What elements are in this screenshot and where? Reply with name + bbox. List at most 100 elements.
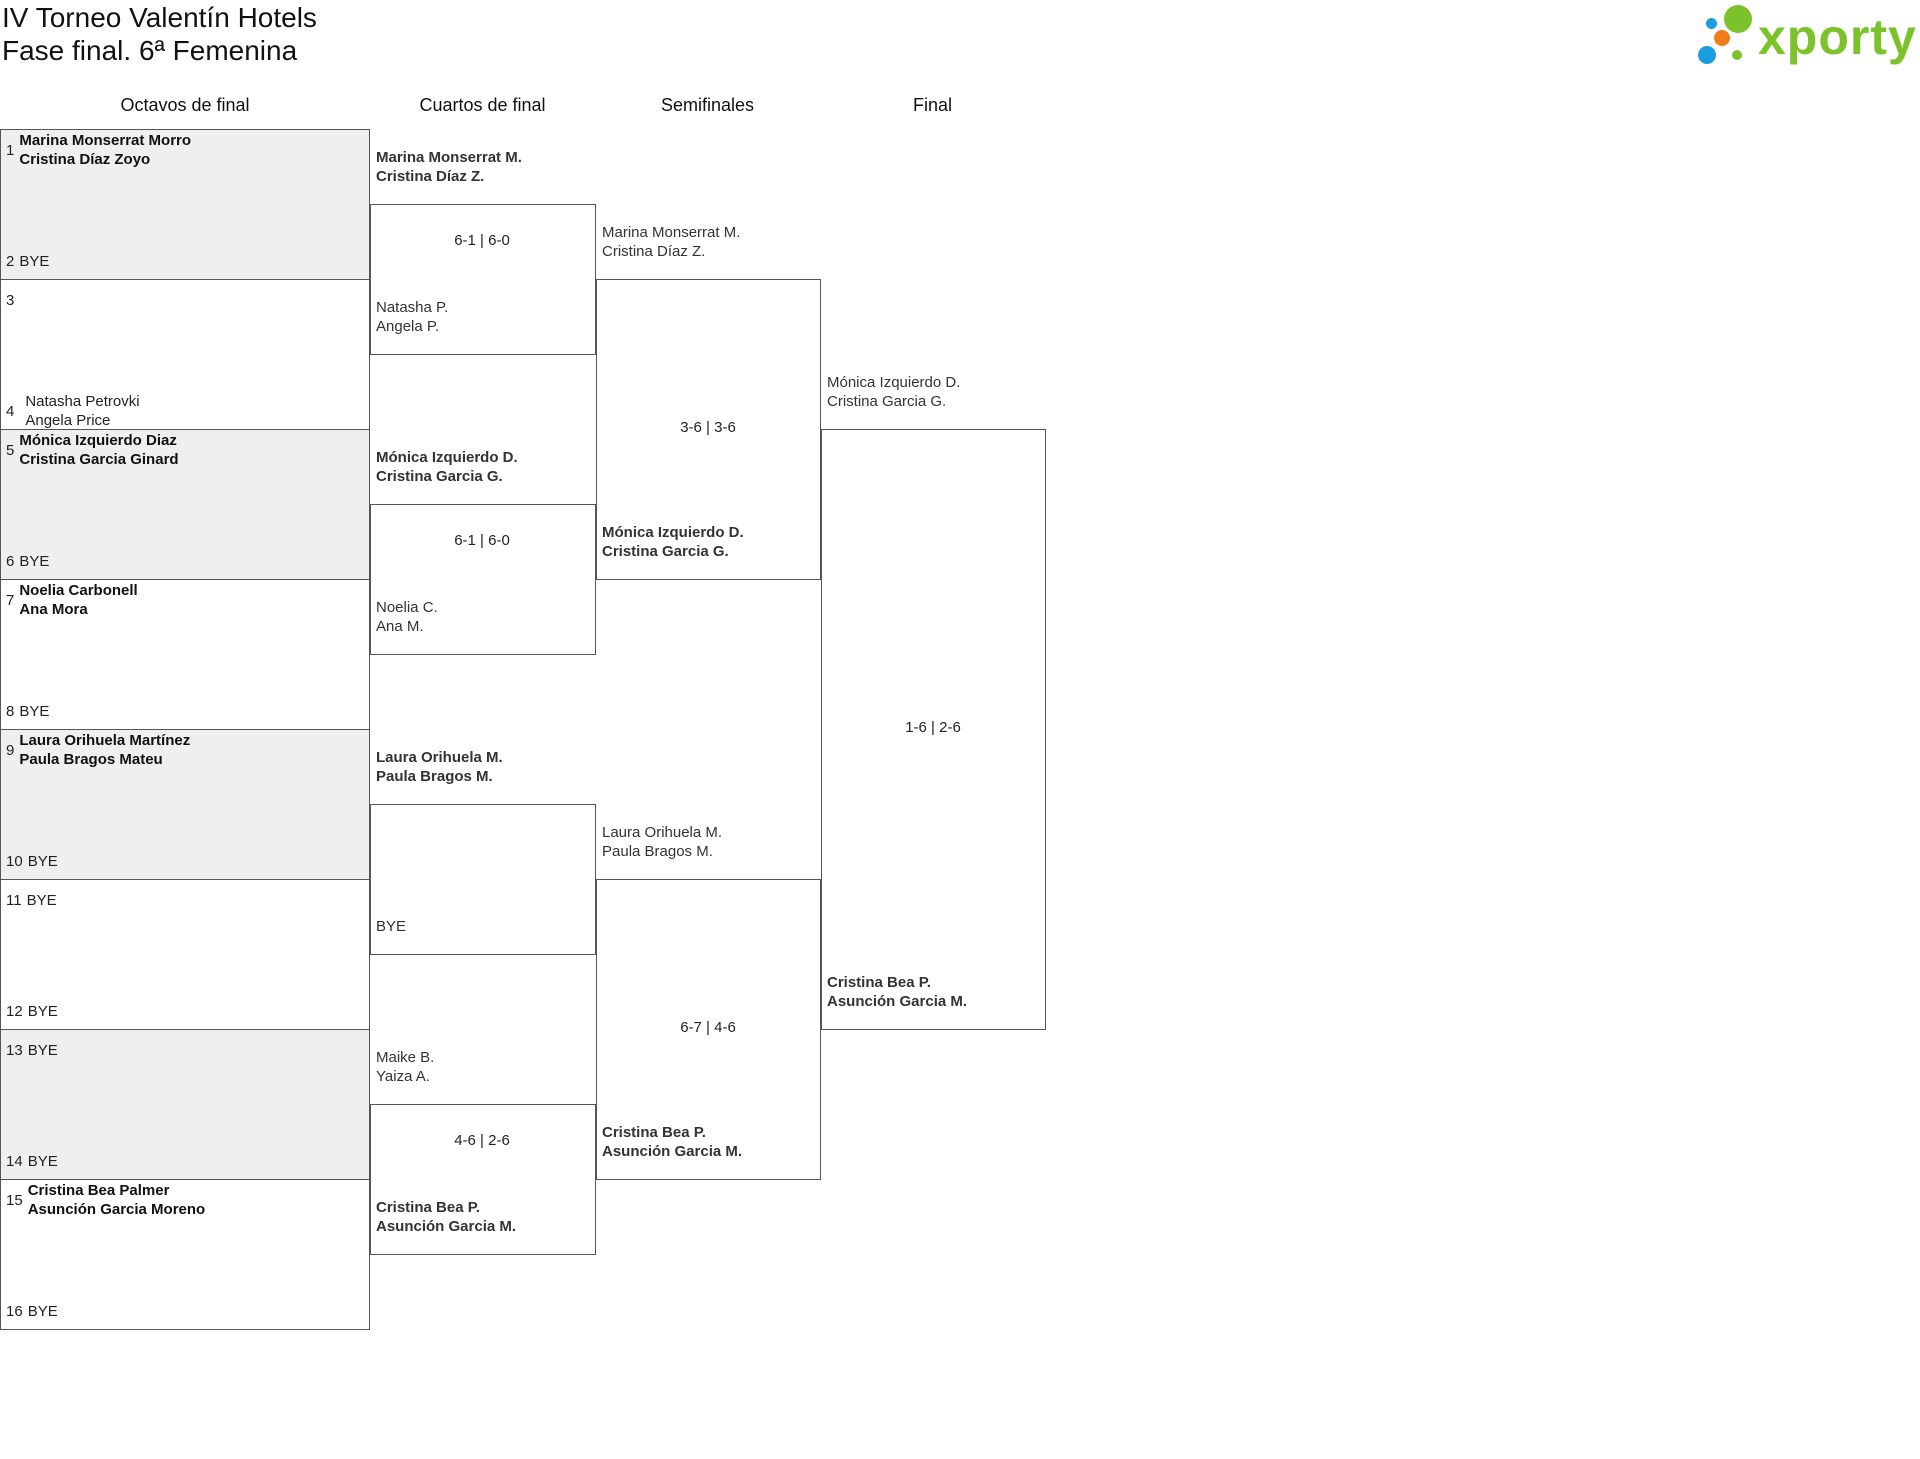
- player-name: BYE: [27, 1042, 58, 1059]
- semis-match: [596, 279, 821, 580]
- player-name: Cristina Garcia G.: [376, 468, 503, 485]
- octavos-match: [0, 279, 370, 430]
- player-name: Paula Bragos M.: [376, 768, 493, 785]
- tournament-title: IV Torneo Valentín Hotels: [2, 2, 317, 33]
- player-name: Cristina Bea P.: [827, 974, 931, 991]
- seed-number: 14: [6, 1153, 23, 1170]
- cuartos-bottom-pair: Noelia C. Ana M.: [376, 598, 438, 636]
- xporty-logo: xporty: [1690, 0, 1920, 72]
- player-name: Angela Price: [25, 412, 111, 429]
- player-name: Laura Orihuela Martínez: [19, 732, 191, 749]
- player-name: Asunción Garcia M.: [827, 993, 968, 1010]
- player-name: Yaiza A.: [376, 1068, 430, 1085]
- seed-number: 5: [6, 442, 15, 459]
- match-score: 1-6 | 2-6: [905, 719, 961, 736]
- seed-number: 10: [6, 853, 23, 870]
- seed-players: BYE: [27, 891, 57, 910]
- player-name: Laura Orihuela M.: [376, 749, 503, 766]
- seed-number: 9: [6, 742, 15, 759]
- cuartos-match: [370, 1104, 596, 1255]
- logo-dot-green: [1724, 5, 1752, 33]
- octavos-match: [0, 429, 370, 580]
- player-name: Mónica Izquierdo D.: [602, 524, 744, 541]
- round-header-semifinales: Semifinales: [660, 95, 755, 115]
- player-name: Cristina Garcia G.: [602, 543, 729, 560]
- cuartos-top-pair: Mónica Izquierdo D. Cristina Garcia G.: [376, 448, 518, 486]
- seed-number: 13: [6, 1042, 23, 1059]
- player-name: Angela P.: [376, 318, 440, 335]
- cuartos-bottom-pair: Cristina Bea P. Asunción Garcia M.: [376, 1198, 516, 1236]
- seed-number: 12: [6, 1003, 23, 1020]
- player-name: BYE: [26, 892, 57, 909]
- match-score: 6-1 | 6-0: [454, 232, 510, 249]
- final-top-pair: Mónica Izquierdo D.Cristina Garcia G.: [827, 373, 960, 411]
- player-name: Cristina Bea P.: [376, 1199, 480, 1216]
- semis-bottom-pair: Mónica Izquierdo D. Cristina Garcia G.: [602, 523, 744, 561]
- match-score: 6-7 | 4-6: [680, 1019, 736, 1036]
- round-header-cuartos: Cuartos de final: [419, 95, 546, 115]
- player-name: Cristina Bea P.: [602, 1124, 706, 1141]
- player-name: Cristina Garcia Ginard: [19, 451, 179, 468]
- semis-top-pair: Marina Monserrat M. Cristina Díaz Z.: [602, 223, 740, 261]
- cuartos-match: [370, 204, 596, 355]
- player-name: BYE: [27, 853, 58, 870]
- seed-number: 15: [6, 1192, 23, 1209]
- octavos-match: [0, 579, 370, 730]
- seed-players: BYE: [19, 252, 49, 271]
- player-name: Asunción Garcia M.: [602, 1143, 743, 1160]
- seed-number: 6: [6, 553, 15, 570]
- logo-dot-blue: [1698, 46, 1716, 64]
- player-name: BYE: [19, 553, 50, 570]
- cuartos-match: [370, 804, 596, 955]
- player-name: Mónica Izquierdo D.: [376, 449, 518, 466]
- seed-number: 11: [6, 892, 22, 909]
- player-name: BYE: [19, 253, 50, 270]
- seed-number: 2: [6, 253, 15, 270]
- player-name: Natasha Petrovki: [25, 393, 140, 410]
- player-name: BYE: [27, 1153, 58, 1170]
- seed-players: BYE: [28, 852, 58, 871]
- semis-match: [596, 879, 821, 1180]
- player-name: Cristina Díaz Z.: [602, 243, 706, 260]
- seed-players: BYE: [28, 1302, 58, 1321]
- semis-top-pair: Laura Orihuela M.Paula Bragos M.: [602, 823, 722, 861]
- seed-number: 4: [6, 403, 15, 420]
- player-name: Marina Monserrat M.: [602, 224, 741, 241]
- match-score: 3-6 | 3-6: [680, 419, 736, 436]
- player-name: Maike B.: [376, 1049, 435, 1066]
- logo-dot-orange: [1714, 30, 1730, 46]
- player-name: Asunción Garcia M.: [376, 1218, 517, 1235]
- logo-dot-green-small: [1732, 50, 1742, 60]
- seed-number: 7: [6, 592, 15, 609]
- cuartos-top-pair: Laura Orihuela M. Paula Bragos M.: [376, 748, 503, 786]
- seed-number: 3: [6, 292, 15, 309]
- player-name: Mónica Izquierdo D.: [827, 374, 961, 391]
- cuartos-match: [370, 504, 596, 655]
- player-name: BYE: [376, 918, 407, 935]
- player-name: Paula Bragos Mateu: [19, 751, 163, 768]
- match-score: 4-6 | 2-6: [454, 1132, 510, 1149]
- phase-subtitle: Fase final. 6ª Femenina: [2, 35, 298, 66]
- semis-bottom-pair: Cristina Bea P. Asunción Garcia M.: [602, 1123, 742, 1161]
- seed-players: BYE: [28, 1041, 58, 1060]
- cuartos-bottom-pair: BYE: [376, 917, 406, 936]
- player-name: Noelia C.: [376, 599, 438, 616]
- player-name: Cristina Bea Palmer: [27, 1182, 170, 1199]
- final-bottom-pair: Cristina Bea P. Asunción Garcia M.: [827, 973, 967, 1011]
- logo-dot-blue-small: [1706, 18, 1717, 29]
- player-name: Ana M.: [376, 618, 424, 635]
